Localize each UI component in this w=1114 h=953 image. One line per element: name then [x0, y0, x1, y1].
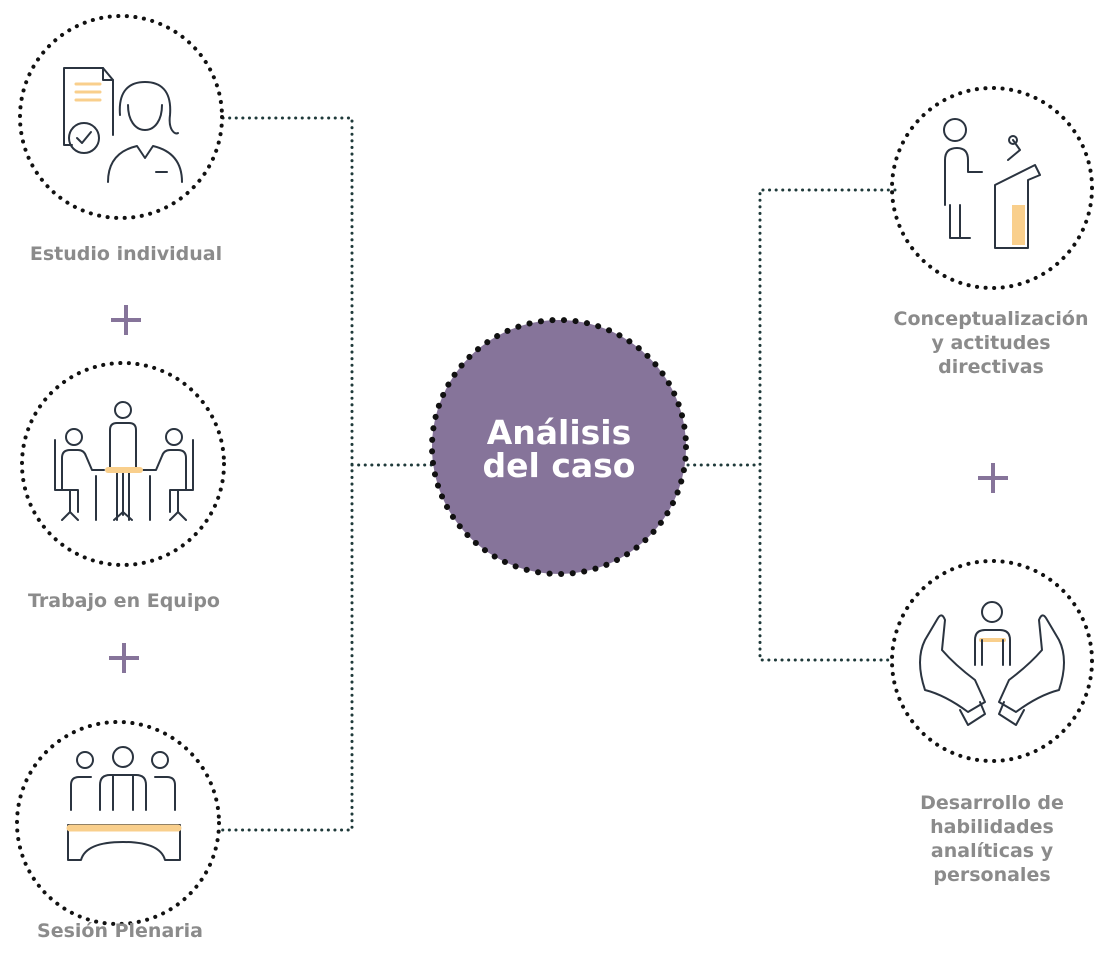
plenary-session-icon: [66, 746, 182, 861]
plus-icon: [978, 463, 1008, 493]
plus-icon: [111, 305, 141, 335]
center-title-line1: Análisis: [486, 413, 632, 452]
circle-skills: [890, 559, 1094, 763]
center-circle: [432, 320, 686, 574]
circle-concept: [890, 86, 1094, 290]
label-skills-line1: Desarrollo de: [920, 792, 1064, 814]
label-plenary-session: Sesión Plenaria: [37, 920, 203, 942]
teamwork-icon: [54, 401, 194, 521]
label-skills-development: Desarrollo de habilidades analíticas y p…: [880, 791, 1104, 887]
label-conceptualization-line3: directivas: [938, 356, 1044, 378]
circle-study: [18, 14, 224, 220]
plus-icon: [109, 643, 139, 673]
connector-right: [758, 188, 897, 662]
circle-plenary: [15, 720, 221, 926]
center-circle-dotted-border: [429, 317, 689, 577]
connector-left: [216, 116, 354, 832]
label-skills-line3: analíticas y: [930, 840, 1054, 862]
individual-study-icon: [63, 67, 183, 183]
circle-team: [20, 361, 226, 567]
label-skills-line2: habilidades: [930, 816, 1054, 838]
center-title-line2: del caso: [482, 446, 636, 485]
label-conceptualization-line1: Conceptualización: [893, 308, 1089, 330]
label-individual-study: Estudio individual: [29, 243, 223, 265]
hands-person-icon: [919, 601, 1065, 726]
center-title: Análisis del caso: [459, 416, 659, 482]
label-conceptualization-line2: y actitudes: [931, 332, 1051, 354]
label-skills-line4: personales: [933, 864, 1051, 886]
label-conceptualization: Conceptualización y actitudes directivas: [873, 307, 1109, 379]
label-teamwork: Trabajo en Equipo: [28, 590, 220, 612]
speaker-podium-icon: [943, 118, 1041, 249]
